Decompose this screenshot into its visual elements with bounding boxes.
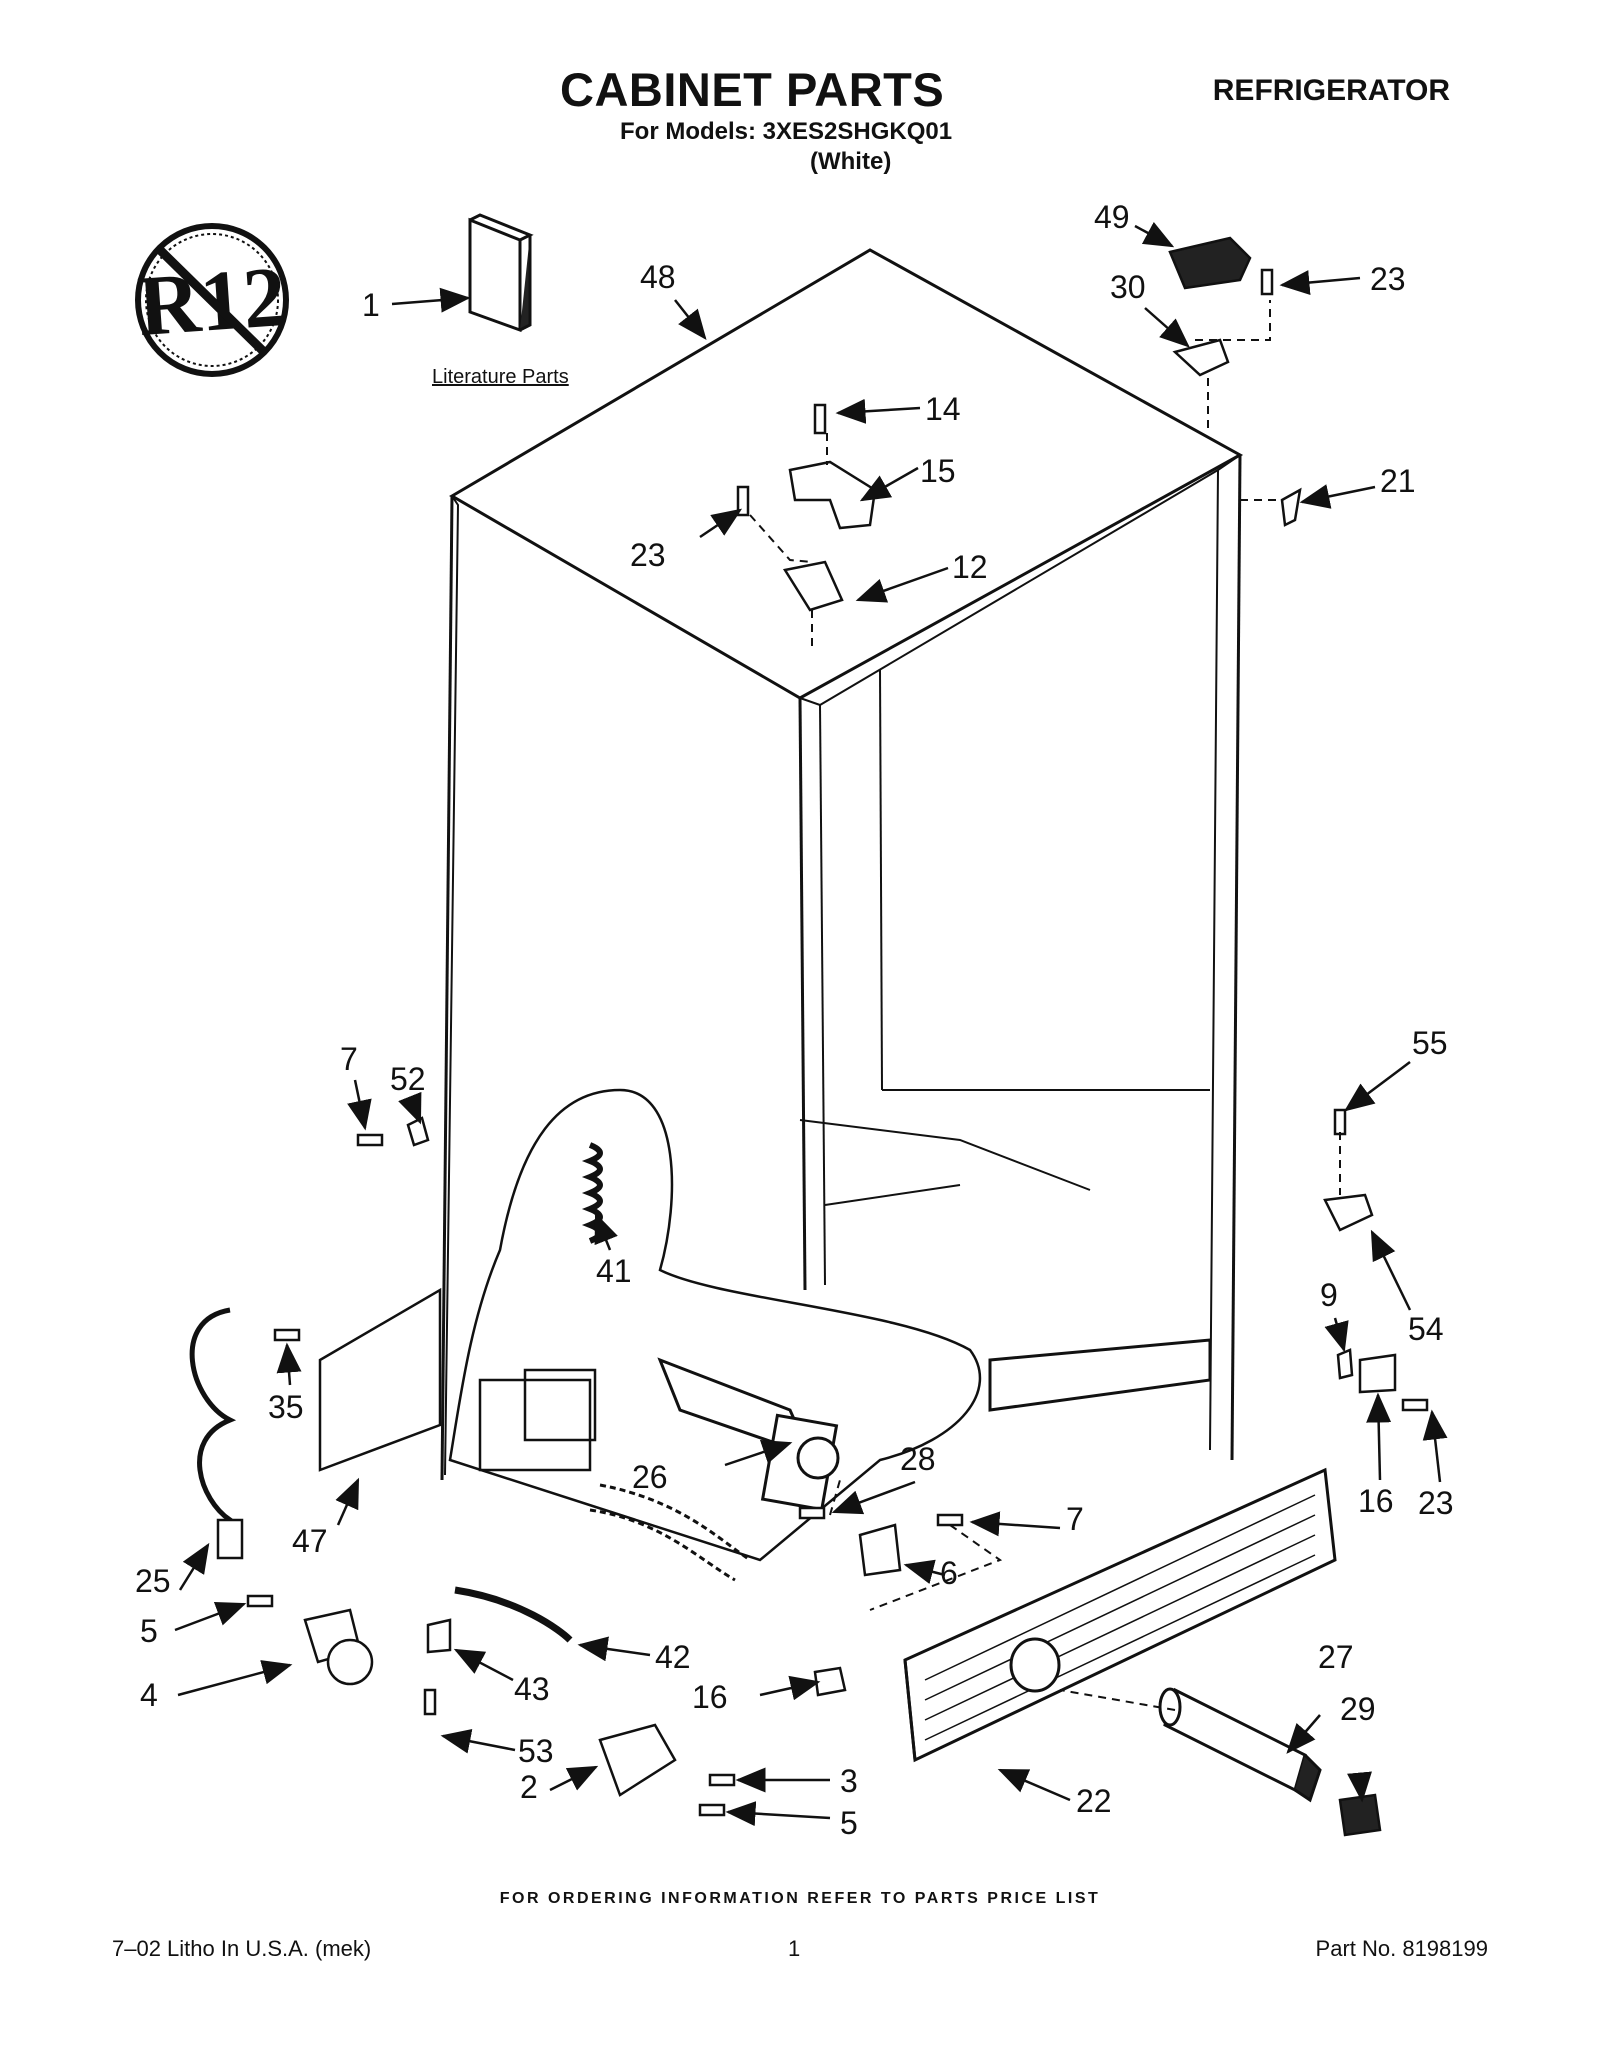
leader-arrows [174, 221, 1448, 1827]
cutaway-machine-compartment [448, 1088, 982, 1582]
bracket-54 [1323, 1193, 1374, 1232]
screw-14 [813, 403, 827, 435]
hinge-top-right [1172, 338, 1230, 377]
callout-label: 7 [340, 1041, 358, 1077]
callout-label: 5 [840, 1805, 858, 1841]
roller-bracket-2 [598, 1723, 677, 1797]
screw-7-left [356, 1133, 384, 1147]
callout-label: 23 [1370, 261, 1406, 297]
print-info: 7–02 Litho In U.S.A. (mek) [112, 1936, 372, 1961]
callout-label: 23 [630, 537, 666, 573]
callout-labels: 1 48 49 23 30 14 15 21 23 12 7 52 55 41 … [135, 199, 1454, 1841]
callout-label: 54 [1408, 1311, 1444, 1347]
clip-21 [1280, 487, 1302, 527]
hinge-cover-center [788, 460, 877, 530]
callout-label: 28 [900, 1441, 936, 1477]
callout-label: 35 [268, 1389, 304, 1425]
callout-label: 25 [135, 1563, 171, 1599]
hinge-cover-top-right [1168, 236, 1252, 290]
callout-label: 6 [940, 1555, 958, 1591]
screw-7-right [936, 1513, 964, 1527]
screw-55 [1333, 1108, 1347, 1136]
appliance-type: REFRIGERATOR [1212, 74, 1450, 107]
callout-label: 15 [920, 453, 956, 489]
callout-label: 16 [692, 1679, 728, 1715]
callout-label: 29 [1340, 1691, 1376, 1727]
callout-label: 5 [140, 1613, 158, 1649]
screw-23-lower [1401, 1398, 1429, 1412]
clip-52 [406, 1116, 430, 1147]
screw-5-left [246, 1594, 274, 1608]
roller-wheel-4 [326, 1638, 374, 1686]
power-cord-25 [189, 1307, 237, 1530]
hardware-pieces [189, 236, 1429, 1837]
callout-label: 9 [1320, 1277, 1338, 1313]
callout-label: 16 [1358, 1483, 1394, 1519]
base-grille [903, 1467, 1337, 1763]
screw-35 [273, 1328, 301, 1342]
literature-label: Literature Parts [432, 366, 569, 388]
callout-label: 27 [1318, 1639, 1354, 1675]
assembly-guides [749, 300, 1341, 1711]
page-number: 1 [788, 1936, 801, 1961]
callout-label: 53 [518, 1733, 554, 1769]
no-r12-icon: R12 [135, 223, 289, 377]
water-filter [1158, 1687, 1322, 1803]
screw-53 [423, 1688, 437, 1716]
models-line: For Models: 3XES2SHGKQ01 [620, 118, 953, 145]
callout-label: 42 [655, 1639, 691, 1675]
callout-label: 22 [1076, 1783, 1112, 1819]
screw-23-center [736, 485, 750, 517]
callout-label: 12 [952, 549, 988, 585]
callout-label: 49 [1094, 199, 1130, 235]
model-color: (White) [810, 148, 892, 175]
plug-25 [216, 1518, 244, 1560]
callout-label: 26 [632, 1459, 668, 1495]
page-title: CABINET PARTS [560, 63, 945, 116]
callout-label: 41 [596, 1253, 632, 1289]
hinge-center [782, 560, 844, 612]
callout-label: 14 [925, 391, 961, 427]
screw-23-top [1260, 268, 1274, 296]
ordering-note: FOR ORDERING INFORMATION REFER TO PARTS … [499, 1890, 1101, 1907]
callout-label: 21 [1380, 463, 1416, 499]
water-valve-assembly [657, 1357, 840, 1512]
callout-label: 1 [362, 287, 380, 323]
water-tube-42 [454, 1586, 573, 1643]
bracket-9 [1336, 1348, 1354, 1380]
callout-label: 55 [1412, 1025, 1448, 1061]
screw-28 [798, 1506, 826, 1520]
callout-label: 3 [840, 1763, 858, 1799]
callout-label: 4 [140, 1677, 158, 1713]
callout-label: 2 [520, 1769, 538, 1805]
callout-label: 47 [292, 1523, 328, 1559]
callout-label: 43 [514, 1671, 550, 1707]
rear-panel-47 [318, 1287, 442, 1472]
part-number: Part No. 8198199 [1315, 1936, 1488, 1961]
callout-label: 7 [1066, 1501, 1084, 1537]
bracket-6 [858, 1523, 902, 1577]
callout-label: 23 [1418, 1485, 1454, 1521]
bracket-16-right [1358, 1353, 1397, 1394]
callout-label: 30 [1110, 269, 1146, 305]
literature-booklet [468, 213, 534, 333]
cap-29 [1338, 1793, 1382, 1837]
callout-label: 52 [390, 1061, 426, 1097]
callout-label: 48 [640, 259, 676, 295]
clamp-43 [426, 1618, 452, 1654]
screw-5-lower [698, 1803, 726, 1817]
bracket-16-lower [813, 1666, 847, 1697]
screw-3 [708, 1773, 736, 1787]
